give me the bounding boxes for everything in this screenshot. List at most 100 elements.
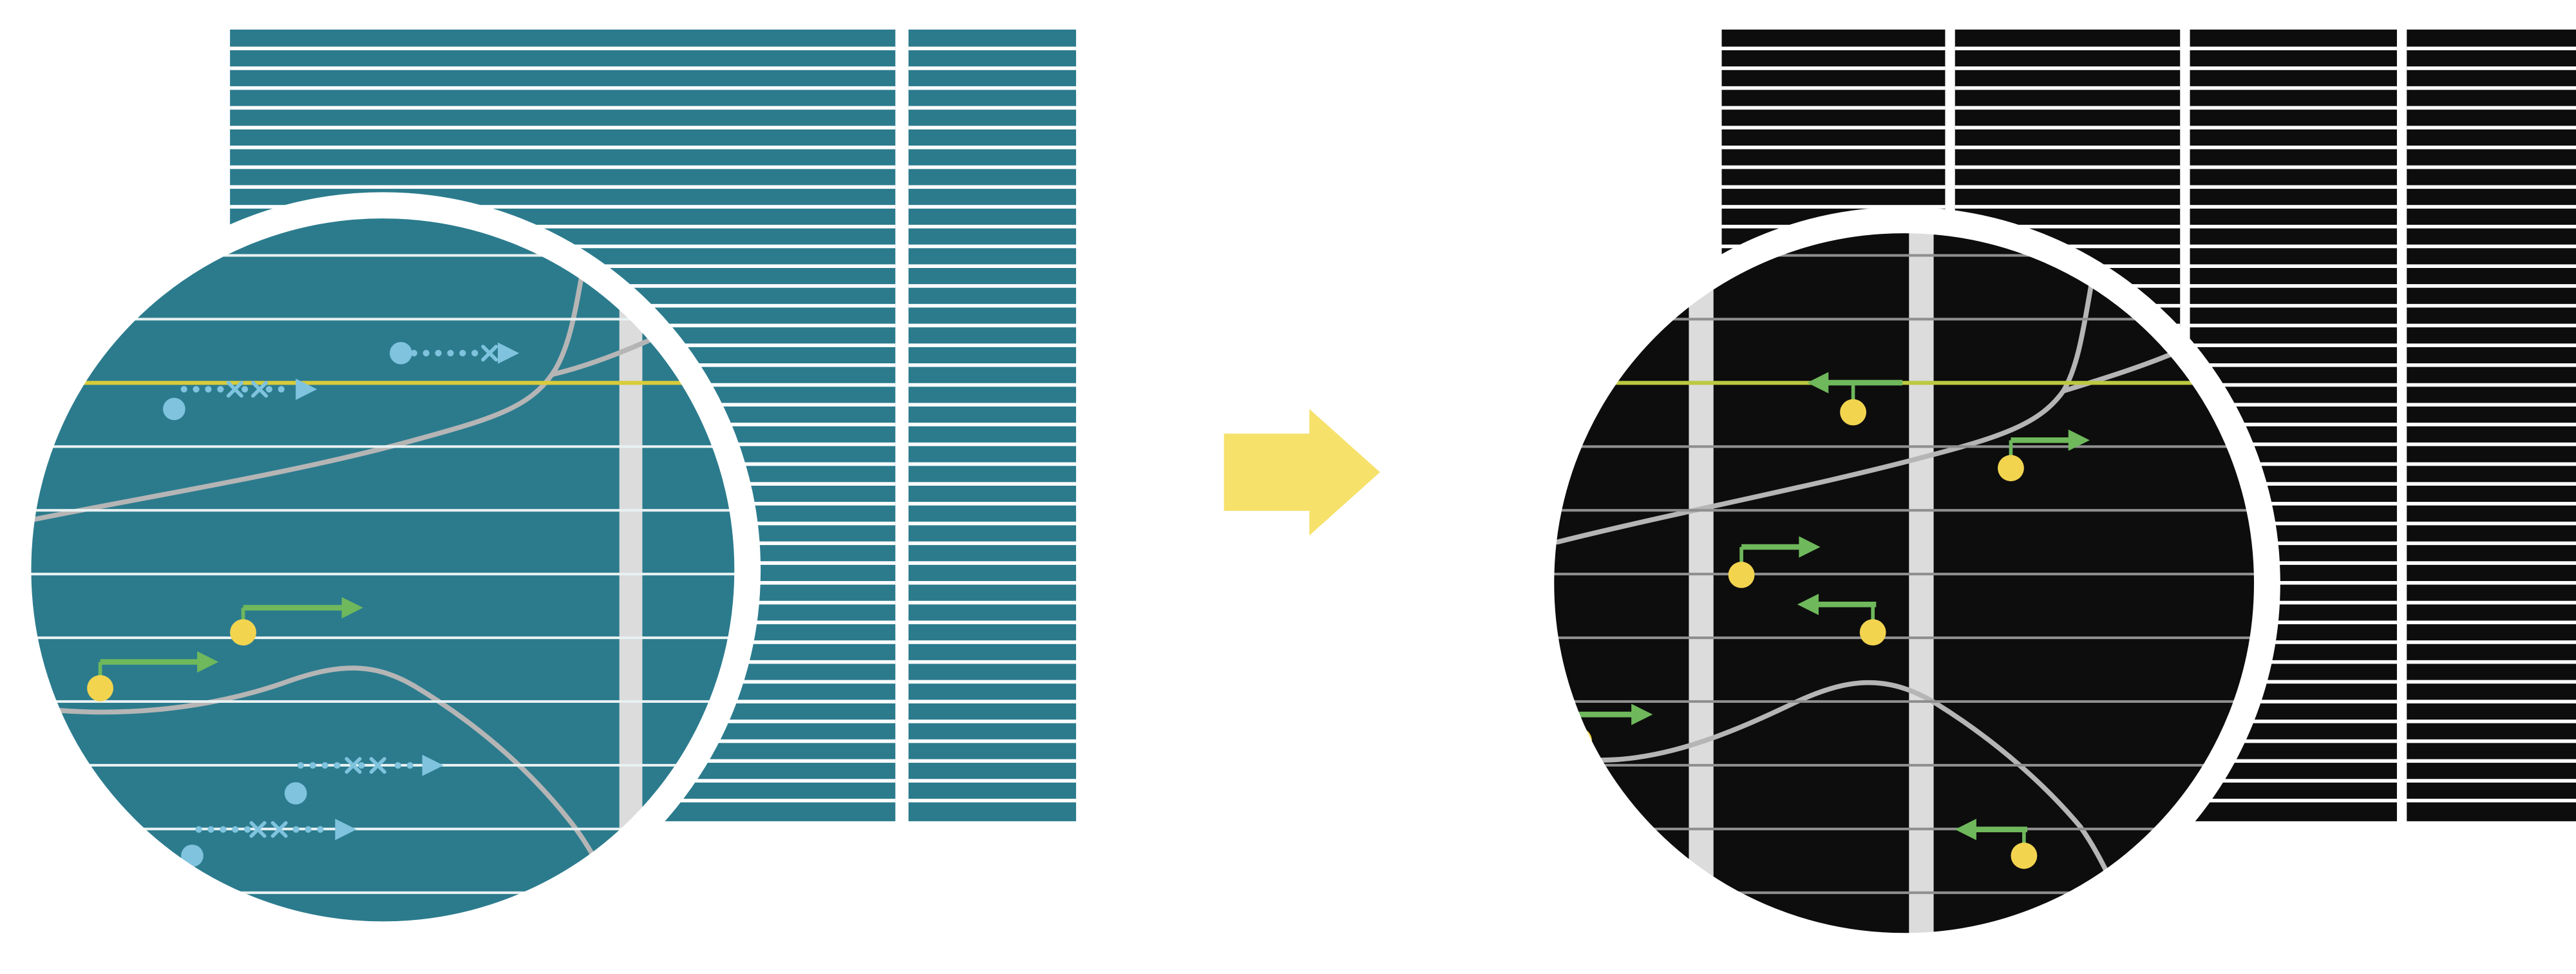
finger-line	[2190, 680, 2397, 684]
finger-line	[2407, 284, 2576, 288]
finger-line	[908, 323, 1076, 328]
path-dot	[193, 386, 200, 393]
finger-line	[908, 165, 1076, 169]
highlighted-finger-line	[28, 381, 738, 385]
magnified-finger-line	[1551, 700, 2258, 703]
arrowhead-icon	[1797, 593, 1819, 615]
busbar	[1909, 229, 1934, 937]
finger-line	[2407, 244, 2576, 249]
arrowhead-icon	[341, 597, 363, 618]
finger-line	[1721, 146, 1946, 149]
finger-line	[908, 482, 1076, 486]
carrier-dot	[87, 674, 114, 702]
finger-line	[2190, 86, 2397, 90]
grain-boundary-curve	[28, 665, 607, 880]
finger-line	[1721, 106, 1946, 110]
path-dot	[278, 386, 285, 393]
path-dot	[394, 762, 401, 769]
finger-line	[908, 303, 1076, 308]
magnified-finger-line	[28, 700, 738, 703]
finger-line	[2190, 423, 2397, 426]
left-magnifier-background	[28, 215, 738, 925]
finger-line	[2190, 284, 2397, 288]
arrowhead-icon	[1799, 536, 1821, 558]
finger-line	[908, 343, 1076, 347]
carrier-path	[1998, 429, 2090, 482]
finger-line	[230, 146, 896, 149]
finger-line	[2407, 521, 2576, 526]
finger-line	[1721, 126, 1946, 129]
finger-line	[1721, 205, 1946, 209]
carrier-path	[1728, 536, 1821, 588]
finger-line	[2190, 620, 2397, 625]
finger-line	[908, 403, 1076, 407]
finger-line	[908, 640, 1076, 644]
finger-line	[908, 264, 1076, 268]
finger-line	[2407, 264, 2576, 268]
finger-line	[2190, 521, 2397, 526]
finger-line	[2407, 383, 2576, 387]
finger-line	[2407, 343, 2576, 347]
finger-line	[908, 106, 1076, 110]
finger-line	[2190, 720, 2397, 723]
arrowhead-icon	[296, 378, 317, 400]
finger-line	[2407, 700, 2576, 703]
finger-line	[1955, 86, 2181, 90]
finger-line	[2190, 779, 2397, 783]
carrier-dot	[1840, 399, 1866, 426]
finger-line	[1721, 185, 1946, 189]
carrier-dot	[2011, 843, 2038, 869]
blocked-carrier-path	[284, 754, 444, 805]
carrier-origin-dot	[163, 397, 185, 421]
finger-line	[2190, 363, 2397, 367]
finger-line	[2190, 323, 2397, 328]
path-dot	[195, 826, 202, 833]
magnified-finger-line	[28, 891, 738, 894]
right-magnifier-ring	[1528, 207, 2280, 960]
path-dot	[205, 386, 212, 393]
finger-line	[2190, 700, 2397, 703]
finger-line	[2190, 442, 2397, 446]
finger-line	[2407, 739, 2576, 743]
finger-line	[908, 363, 1076, 367]
arrowhead-icon	[2068, 429, 2090, 451]
carrier-path	[1797, 593, 1886, 646]
arrowhead-icon	[1631, 703, 1653, 725]
finger-line	[2190, 541, 2397, 546]
finger-line	[908, 205, 1076, 209]
finger-line	[908, 502, 1076, 506]
arrowhead-icon	[422, 754, 444, 776]
finger-line	[2407, 482, 2576, 486]
finger-line	[908, 680, 1076, 684]
finger-line	[2190, 66, 2397, 70]
finger-line	[2407, 442, 2576, 446]
finger-line	[908, 798, 1076, 803]
finger-line	[2407, 46, 2576, 51]
finger-line	[230, 224, 896, 229]
finger-line	[2407, 323, 2576, 328]
path-dot	[242, 386, 249, 393]
blocked-carrier-path	[390, 341, 520, 365]
finger-line	[908, 383, 1076, 387]
finger-line	[2407, 660, 2576, 664]
carrier-origin-dot	[390, 341, 412, 365]
finger-line	[230, 165, 896, 169]
highlighted-finger-line	[1551, 381, 2258, 385]
path-dot	[459, 350, 466, 357]
path-dot	[207, 826, 214, 833]
magnified-finger-line	[1551, 445, 2258, 448]
recombination-x-icon	[369, 757, 386, 774]
carrier-path	[87, 651, 219, 702]
finger-line	[908, 660, 1076, 664]
path-dot	[410, 350, 417, 357]
magnified-finger-line	[28, 445, 738, 448]
path-dot	[180, 386, 187, 393]
magnified-finger-line	[28, 318, 738, 321]
path-dot	[317, 826, 324, 833]
magnified-finger-line	[1551, 318, 2258, 321]
path-dot	[292, 826, 299, 833]
path-dot	[435, 350, 442, 357]
finger-line	[908, 720, 1076, 723]
